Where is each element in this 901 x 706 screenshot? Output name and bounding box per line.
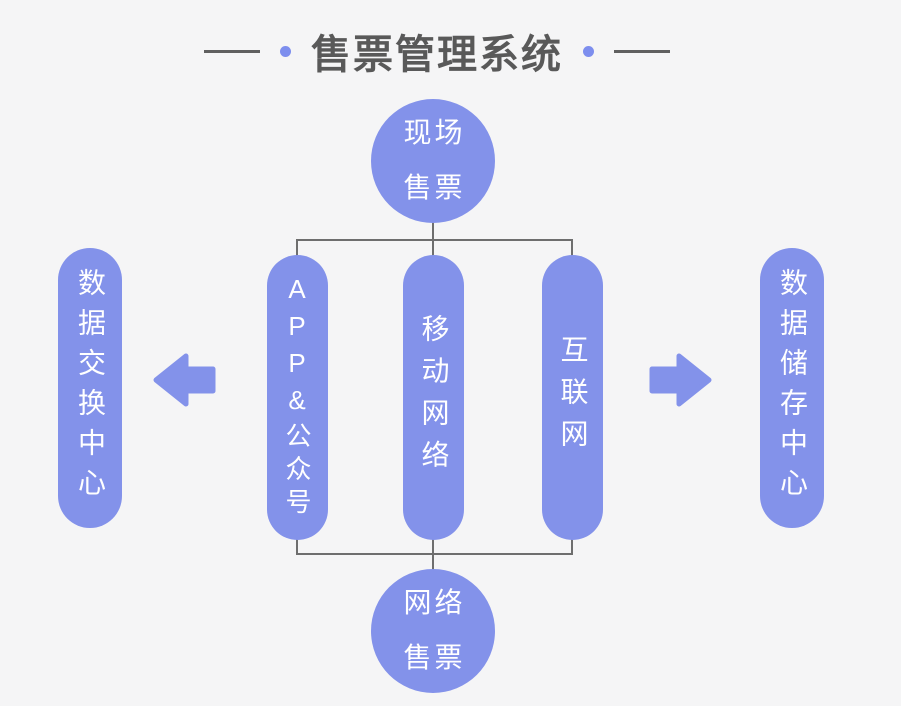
page-title-row: 售票管理系统 [0, 22, 874, 80]
title-right-line [614, 49, 670, 53]
channel-node-mobile-network: 移动网络 [403, 255, 464, 540]
data-exchange-center-node: 数据交换中心 [58, 248, 122, 528]
online-ticketing-line2: 售票 [403, 642, 466, 673]
onsite-ticketing-node: 现场 售票 [371, 99, 495, 223]
channel-node-internet: 互联网 [542, 255, 603, 540]
arrow-right-icon [649, 353, 712, 407]
connector-horizontal-bottom [296, 553, 573, 555]
onsite-ticketing-line2: 售票 [403, 172, 466, 203]
online-ticketing-line1: 网络 [403, 587, 466, 619]
title-left-dot-icon [280, 45, 291, 57]
page-title: 售票管理系统 [311, 33, 563, 77]
title-left-line [204, 49, 260, 53]
connector-horizontal-top [296, 239, 573, 241]
online-ticketing-node: 网络 售票 [371, 569, 495, 693]
data-storage-center-node: 数据储存中心 [760, 248, 824, 528]
title-right-dot-icon [583, 45, 594, 57]
channel-node-app-official-account: APP&公众号 [267, 255, 328, 540]
onsite-ticketing-line1: 现场 [403, 117, 466, 149]
arrow-left-icon [153, 353, 216, 407]
